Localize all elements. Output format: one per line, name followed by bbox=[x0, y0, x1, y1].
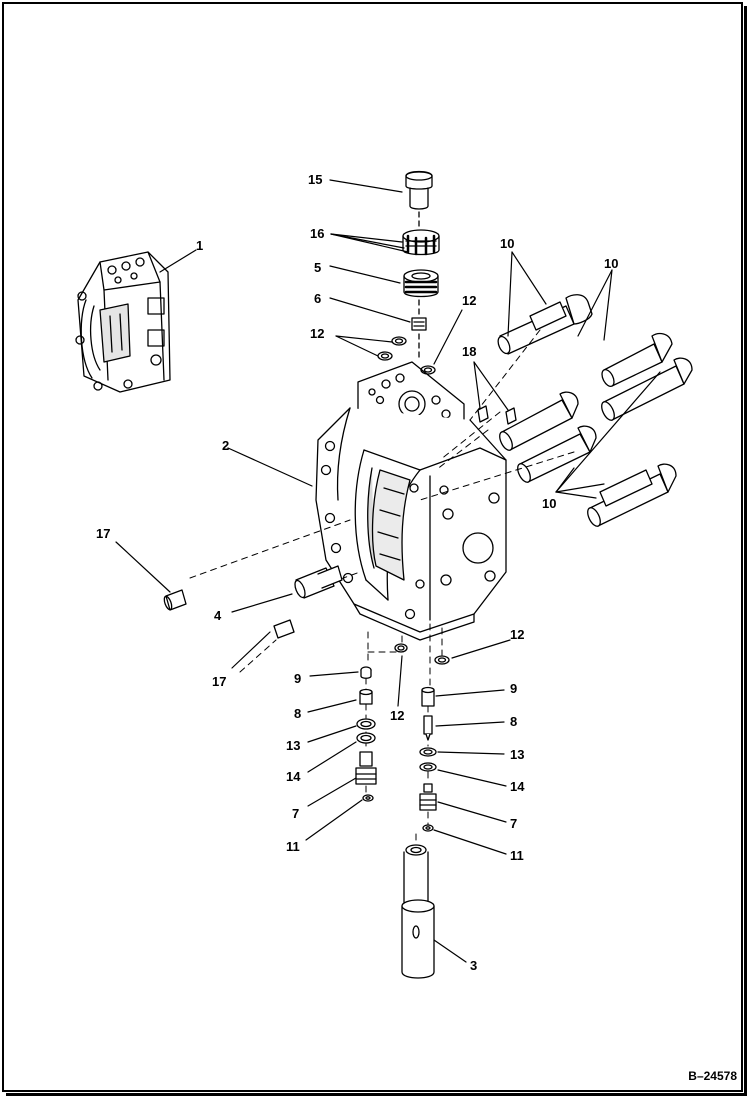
alignment-lines bbox=[189, 329, 575, 847]
callout-2: 2 bbox=[222, 438, 229, 453]
figure-id: B–24578 bbox=[688, 1069, 737, 1083]
callout-16: 16 bbox=[310, 226, 324, 241]
callout-9a: 9 bbox=[294, 671, 301, 686]
valve-parts-left bbox=[355, 643, 408, 802]
callout-10c: 10 bbox=[542, 496, 556, 511]
frame-shadow bbox=[6, 6, 747, 1096]
callout-7b: 7 bbox=[510, 816, 517, 831]
spool bbox=[401, 844, 435, 979]
callout-4: 4 bbox=[214, 608, 222, 623]
callout-3: 3 bbox=[470, 958, 477, 973]
callout-17a: 17 bbox=[96, 526, 110, 541]
callout-6: 6 bbox=[314, 291, 321, 306]
callout-10b: 10 bbox=[604, 256, 618, 271]
callout-14b: 14 bbox=[510, 779, 525, 794]
pump-assembly-overview bbox=[75, 251, 171, 393]
callout-8b: 8 bbox=[510, 714, 517, 729]
lock-nut bbox=[402, 229, 440, 256]
callout-12b: 12 bbox=[462, 293, 476, 308]
bolts bbox=[497, 294, 693, 527]
pin bbox=[411, 317, 427, 331]
callout-18: 18 bbox=[462, 344, 476, 359]
callout-9b: 9 bbox=[510, 681, 517, 696]
callout-5: 5 bbox=[314, 260, 321, 275]
callout-12d: 12 bbox=[510, 627, 524, 642]
callout-1: 1 bbox=[196, 238, 203, 253]
callout-8a: 8 bbox=[294, 706, 301, 721]
callout-15: 15 bbox=[308, 172, 322, 187]
callout-14a: 14 bbox=[286, 769, 301, 784]
callout-13a: 13 bbox=[286, 738, 300, 753]
callout-13b: 13 bbox=[510, 747, 524, 762]
callout-10a: 10 bbox=[500, 236, 514, 251]
valve-parts-right bbox=[419, 655, 450, 832]
callout-12c: 12 bbox=[390, 708, 404, 723]
o-rings-top bbox=[377, 336, 436, 375]
leader-lines bbox=[115, 179, 661, 963]
callout-11a: 11 bbox=[286, 839, 300, 854]
callout-7a: 7 bbox=[292, 806, 299, 821]
callout-11b: 11 bbox=[510, 848, 524, 863]
callout-17b: 17 bbox=[212, 674, 226, 689]
housing bbox=[315, 361, 507, 641]
plug-fitting bbox=[273, 565, 343, 639]
callout-12a: 12 bbox=[310, 326, 324, 341]
callout-labels: 1 2 3 4 5 6 7 7 8 8 9 9 10 10 10 11 11 1… bbox=[96, 172, 618, 973]
dowel-left bbox=[163, 589, 187, 611]
adjuster bbox=[403, 269, 439, 298]
dowel-pins bbox=[477, 405, 517, 425]
cap-screw bbox=[405, 170, 433, 210]
